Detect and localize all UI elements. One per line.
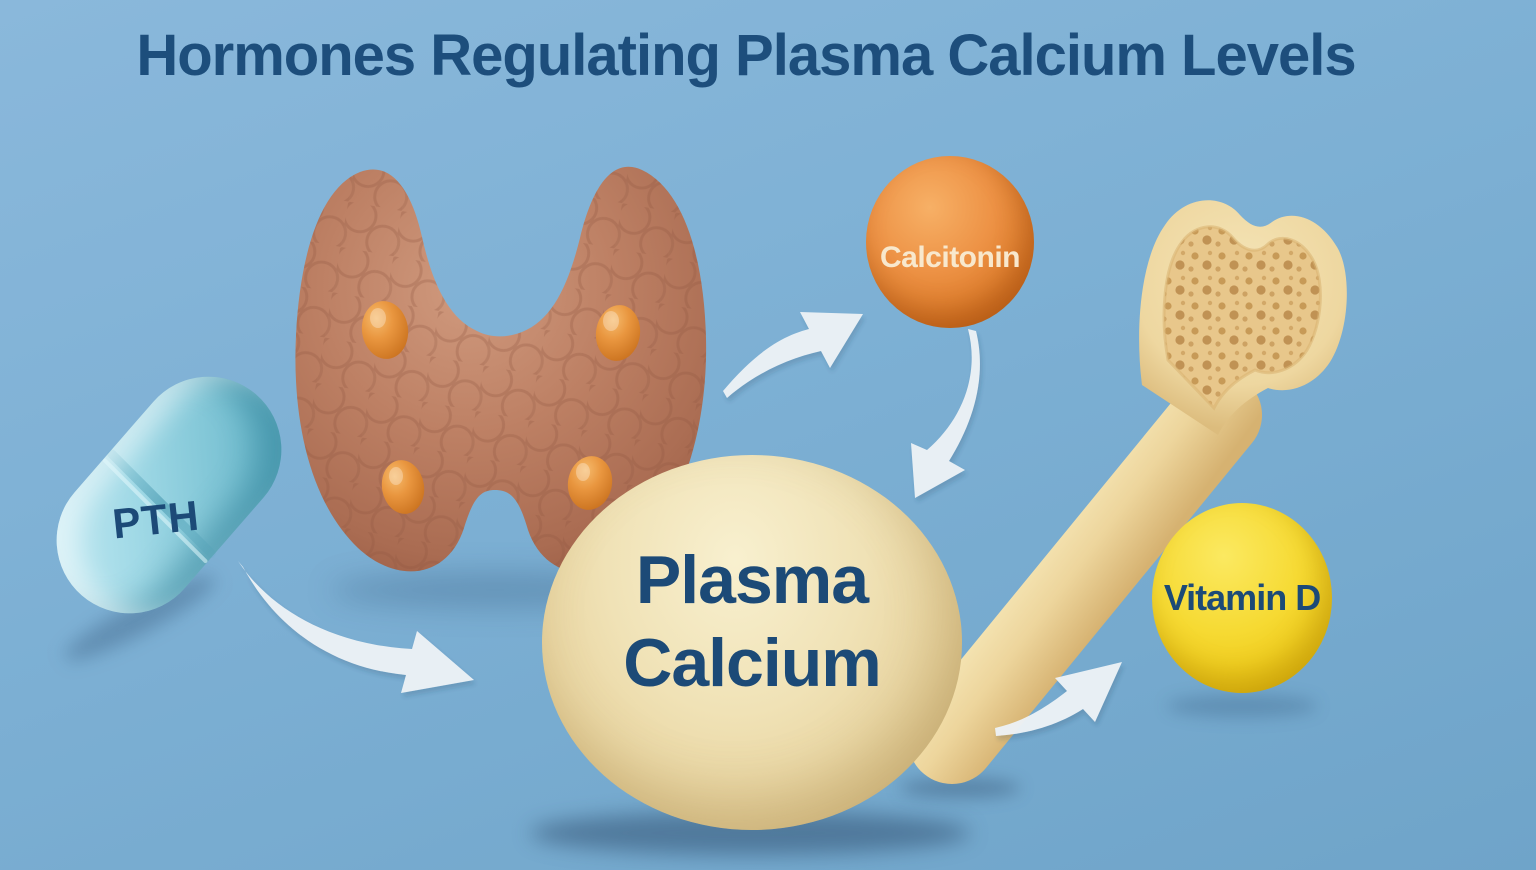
arrow-plasma-calcium-to-vitamin-d <box>995 662 1122 736</box>
calcitonin-sphere <box>866 156 1034 328</box>
vitamin-d-label: Vitamin D <box>1163 577 1321 618</box>
vitamin-d-sphere <box>1152 503 1332 693</box>
parathyroid-gland <box>595 305 641 361</box>
bone <box>908 200 1347 784</box>
vitamin-d-shadow <box>1167 695 1317 717</box>
arrow-pth-to-plasma-calcium <box>238 561 474 693</box>
plasma-calcium-label-line1: Plasma <box>635 542 869 618</box>
arrow-calcitonin-to-plasma-calcium <box>911 329 980 498</box>
thyroid-gland <box>295 166 707 573</box>
parathyroid-glands <box>361 301 641 514</box>
page-title: Hormones Regulating Plasma Calcium Level… <box>136 23 1356 88</box>
plasma-calcium-label: Plasma Calcium <box>623 539 882 705</box>
plasma-calcium-label-line2: Calcium <box>623 625 882 701</box>
arrow-thyroid-to-calcitonin <box>723 312 863 398</box>
bone-spongy-section <box>1162 225 1322 411</box>
calcitonin-label: Calcitonin <box>879 241 1021 274</box>
plasma-calcium-sphere <box>542 455 962 830</box>
bone-end-shadow <box>900 778 1020 798</box>
parathyroid-gland <box>381 460 425 514</box>
parathyroid-gland <box>567 456 613 510</box>
parathyroid-gland <box>361 301 409 359</box>
pth-label: PTH <box>110 491 202 548</box>
